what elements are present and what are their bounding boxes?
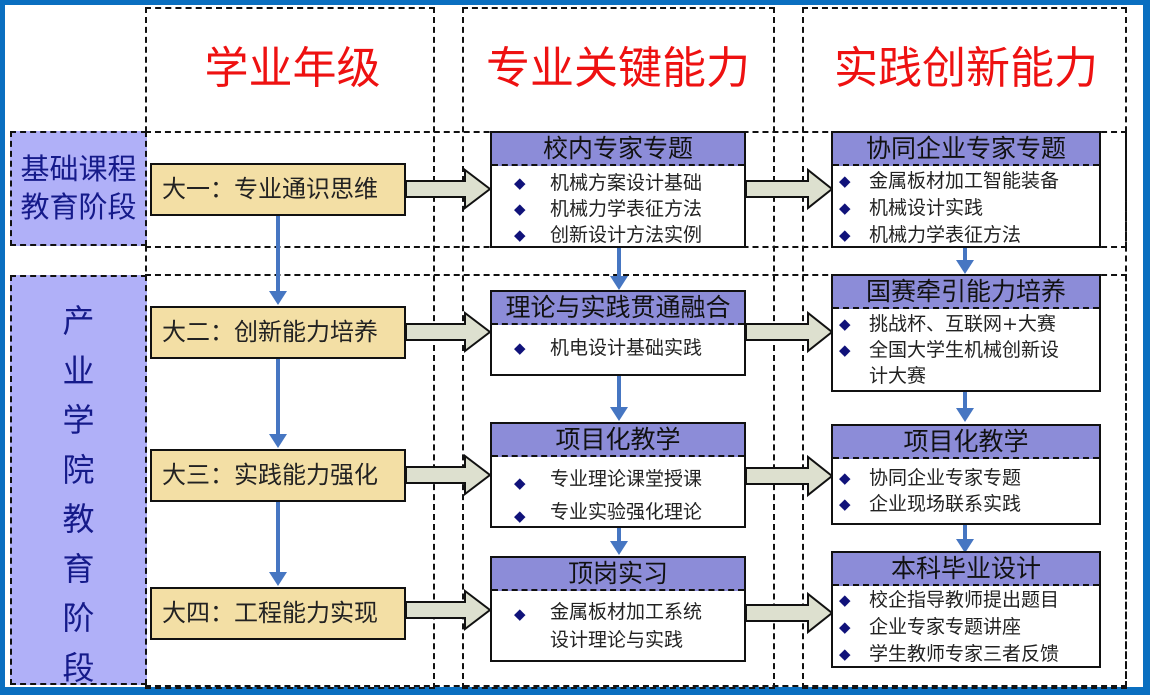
down-arrow-head [956, 408, 974, 422]
down-arrow-head [610, 276, 628, 290]
diamond-bullet-icon: ◆ [839, 618, 851, 636]
diamond-bullet-icon: ◆ [839, 199, 851, 217]
diamond-bullet-icon: ◆ [839, 591, 851, 609]
stage-industry-char: 段 [62, 648, 95, 687]
card-item: ◆挑战杯、互联网+大赛 [839, 313, 1056, 335]
down-arrow-line [963, 391, 967, 409]
down-arrow-line [276, 502, 280, 573]
down-arrow-line [617, 375, 621, 408]
stage-industry: 产 业 学 院 教 育 阶 段 [10, 275, 147, 687]
row-industry-frame [145, 274, 1127, 687]
card-item: ◆协同企业专家专题 [839, 467, 1022, 489]
stage-industry-char: 阶 [62, 599, 95, 637]
diamond-bullet-icon: ◆ [514, 174, 526, 192]
stage-industry-char: 教 [62, 500, 95, 538]
diamond-bullet-icon: ◆ [514, 200, 526, 218]
down-arrow-head [269, 291, 287, 305]
stage-foundation: 基础课程 教育阶段 [10, 131, 147, 246]
year-box-1: 大一：专业通识思维 [150, 163, 406, 216]
diamond-bullet-icon: ◆ [839, 341, 851, 359]
stage-industry-char: 产 [62, 302, 95, 340]
stage-industry-char: 学 [62, 401, 95, 439]
down-arrow-line [963, 524, 967, 540]
card-title: 国赛牵引能力培养 [833, 276, 1099, 309]
diamond-bullet-icon: ◆ [839, 315, 851, 333]
card-item: ◆专业理论课堂授课 [514, 463, 744, 496]
down-arrow-head [269, 434, 287, 448]
diamond-bullet-icon: ◆ [514, 474, 526, 492]
down-arrow-line [617, 527, 621, 543]
card-item: ◆学生教师专家三者反馈 [839, 641, 1099, 668]
key-ability-card-1: 校内专家专题 ◆机械方案设计基础 ◆机械力学表征方法 ◆创新设计方法实例 [490, 131, 746, 248]
column-title-practice: 实践创新能力 [834, 43, 1098, 94]
card-item: ◆专业实验强化理论 [514, 496, 744, 529]
card-title: 项目化教学 [833, 426, 1099, 459]
diamond-bullet-icon: ◆ [839, 469, 851, 487]
card-item: ◆校企指导教师提出题目 [839, 587, 1099, 614]
diamond-bullet-icon: ◆ [839, 495, 851, 513]
year-box-4: 大四：工程能力实现 [150, 587, 406, 640]
card-item: ◆机械方案设计基础 [514, 172, 703, 194]
key-ability-card-4: 顶岗实习 ◆金属板材加工系统设计理论与实践 [490, 556, 746, 662]
card-item: ◆机械设计实践 [839, 195, 1099, 222]
card-item: ◆全国大学生机械创新设计大赛 [839, 339, 1060, 387]
card-title: 理论与实践贯通融合 [492, 292, 744, 325]
diamond-bullet-icon: ◆ [514, 226, 526, 244]
card-title: 协同企业专家专题 [833, 133, 1099, 166]
card-title: 本科毕业设计 [833, 553, 1099, 586]
diamond-bullet-icon: ◆ [514, 605, 526, 623]
card-title: 项目化教学 [492, 424, 744, 457]
year-box-3: 大三：实践能力强化 [150, 449, 406, 502]
down-arrow-head [610, 407, 628, 421]
down-arrow-line [963, 247, 967, 261]
diamond-bullet-icon: ◆ [514, 339, 526, 357]
key-ability-card-2: 理论与实践贯通融合 ◆机电设计基础实践 [490, 290, 746, 376]
stage-industry-char: 业 [62, 351, 95, 390]
down-arrow-line [276, 359, 280, 435]
card-item: ◆金属板材加工智能装备 [839, 168, 1099, 195]
key-ability-card-3: 项目化教学 ◆专业理论课堂授课 ◆专业实验强化理论 [490, 422, 746, 528]
diamond-bullet-icon: ◆ [514, 507, 526, 525]
down-arrow-head [610, 541, 628, 555]
down-arrow-line [617, 247, 621, 277]
card-item: ◆企业专家专题讲座 [839, 614, 1099, 641]
practice-card-4: 本科毕业设计 ◆校企指导教师提出题目 ◆企业专家专题讲座 ◆学生教师专家三者反馈 [831, 551, 1101, 668]
card-title: 顶岗实习 [492, 558, 744, 591]
practice-card-2: 国赛牵引能力培养 ◆挑战杯、互联网+大赛 ◆全国大学生机械创新设计大赛 [831, 274, 1101, 392]
card-item: ◆机械力学表征方法 [514, 198, 703, 220]
card-item: ◆金属板材加工系统设计理论与实践 [514, 601, 703, 651]
practice-card-1: 协同企业专家专题 ◆金属板材加工智能装备 ◆机械设计实践 ◆机械力学表征方法 [831, 131, 1101, 248]
stage-foundation-line-2: 教育阶段 [20, 190, 137, 224]
down-arrow-head [269, 572, 287, 586]
column-title-key-ability: 专业关键能力 [486, 43, 750, 94]
stage-industry-char: 院 [62, 450, 95, 489]
diamond-bullet-icon: ◆ [839, 226, 851, 244]
down-arrow-line [276, 216, 280, 292]
card-item: ◆企业现场联系实践 [839, 493, 1022, 515]
stage-industry-char: 育 [62, 549, 95, 588]
diamond-bullet-icon: ◆ [839, 645, 851, 663]
down-arrow-head [956, 539, 974, 553]
year-box-2: 大二：创新能力培养 [150, 306, 406, 359]
practice-card-3: 项目化教学 ◆协同企业专家专题 ◆企业现场联系实践 [831, 424, 1101, 525]
card-item: ◆机械力学表征方法 [839, 222, 1099, 249]
card-title: 校内专家专题 [492, 133, 744, 166]
card-item: ◆创新设计方法实例 [514, 224, 703, 246]
down-arrow-head [956, 260, 974, 274]
column-title-grade: 学业年级 [204, 43, 381, 94]
stage-foundation-line-1: 基础课程 [20, 152, 137, 186]
card-item: ◆机电设计基础实践 [514, 337, 703, 359]
diamond-bullet-icon: ◆ [839, 172, 851, 190]
